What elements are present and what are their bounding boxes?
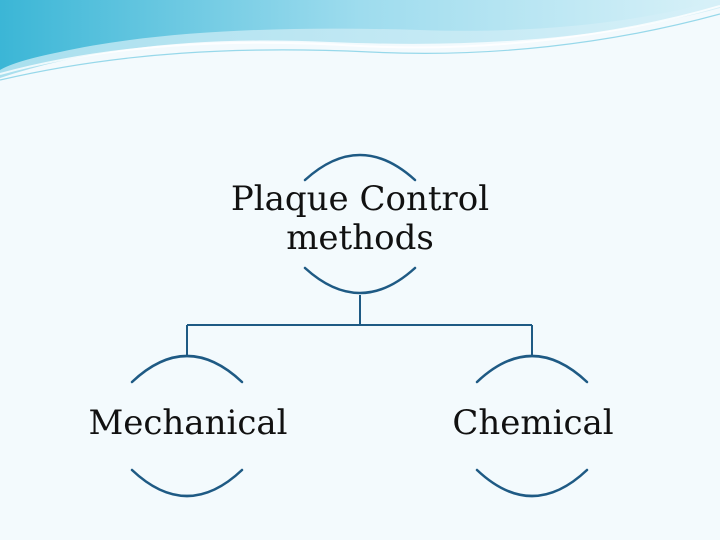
decorative-wave-banner (0, 0, 720, 81)
wave-line (0, 13, 720, 81)
mechanical-arc-top (130, 354, 244, 384)
root-node-label: Plaque Control methods (200, 179, 520, 259)
chemical-node-label: Chemical (452, 403, 614, 443)
wave-highlight (0, 5, 720, 75)
chemical-arc-bottom (475, 468, 589, 498)
root-arc-bottom (303, 266, 417, 295)
root-node-line2: methods (286, 218, 434, 259)
mechanical-node-label: Mechanical (88, 403, 288, 443)
root-arc-top (303, 153, 417, 182)
root-node-line1: Plaque Control (230, 179, 490, 219)
chemical-arc-top (475, 354, 589, 384)
wave-layer-front (0, 0, 720, 70)
mechanical-arc-bottom (130, 468, 244, 498)
